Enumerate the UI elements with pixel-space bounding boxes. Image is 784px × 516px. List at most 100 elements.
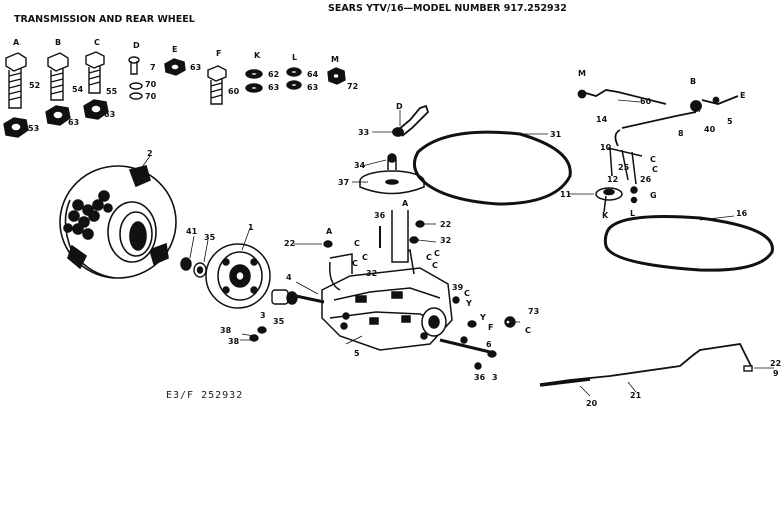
callout-M: M [331,55,339,64]
bolt-f [207,65,227,105]
callout-A: A [13,38,20,47]
callout-E: E [172,45,177,54]
callout-11: 11 [560,190,572,199]
callout-4: 4 [286,273,292,282]
callout-A-washer: A [326,227,333,236]
callout-35-b: 35 [273,317,285,326]
callout-7: 7 [150,63,156,72]
callout-D: D [133,41,140,50]
callout-L-idler: L [630,209,635,218]
hub-washers [180,257,207,278]
bolt-c [85,51,105,94]
input-pulley [359,153,425,263]
callout-C-1: C [354,239,360,248]
callout-1: 1 [248,223,254,232]
washers-l [286,67,302,90]
rod-clip [743,365,753,372]
callout-39: 39 [452,283,464,292]
callout-C: C [94,38,100,47]
idler-pulley [595,187,623,213]
callout-E-rod: E [740,91,745,100]
callout-3-b: 3 [492,373,498,382]
callout-41: 41 [186,227,198,236]
callout-34: 34 [354,161,366,170]
callout-F: F [216,49,221,58]
callout-Y-1: Y [465,299,472,308]
clutch-rod [577,89,739,147]
callout-20: 20 [586,399,598,408]
callout-70-a: 70 [145,80,157,89]
callout-38-a: 38 [220,326,232,335]
callout-22-c: 22 [770,359,781,368]
callout-9: 9 [773,369,779,378]
callout-C-9: C [650,155,656,164]
callout-A-shaft: A [402,199,409,208]
callout-32-b: 32 [366,269,377,278]
model-title: SEARS YTV/16—MODEL NUMBER 917.252932 [328,3,567,14]
callout-62: 62 [268,70,279,79]
callout-3-a: 3 [260,311,266,320]
callout-C-7: C [464,289,470,298]
drive-belt-16 [603,215,774,272]
callout-70-b: 70 [145,92,157,101]
callout-labels: A 52 53 B 54 63 C 55 63 D 7 70 70 E 63 F… [13,38,781,408]
callout-2: 2 [147,149,153,158]
brake-rods [539,343,753,387]
callout-53-a: 53 [28,124,39,133]
callout-8: 8 [678,129,684,138]
callout-M-rod: M [578,69,586,78]
drawing-code: E3/F 252932 [166,390,243,401]
screw-d [128,56,140,75]
callout-40: 40 [704,125,716,134]
callout-32-a: 32 [440,236,451,245]
nut-m [327,67,346,85]
callout-5: 5 [354,349,360,358]
transaxle [295,248,491,354]
callout-72: 72 [347,82,358,91]
callout-63-l: 63 [307,83,318,92]
callout-F-axle: F [488,323,493,332]
callout-55: 55 [106,87,118,96]
callout-63-b: 63 [68,118,79,127]
callout-6: 6 [486,340,492,349]
callout-C-5: C [434,249,440,258]
callout-10: 10 [600,143,612,152]
callout-C-8: C [525,326,531,335]
nut-63-c [83,99,109,120]
callout-60-rod: 60 [640,97,652,106]
leader-lines [139,99,774,397]
callout-26: 26 [640,175,652,184]
nut-e [164,58,186,76]
callout-60-f: 60 [228,87,240,96]
nut-63-b [45,105,71,126]
clutch-bracket [607,147,643,204]
callout-25: 25 [618,163,630,172]
callout-G: G [650,191,657,200]
drive-belt-31 [413,130,572,206]
callout-C-3: C [352,259,358,268]
bolt-b [47,52,69,101]
callout-C-4: C [426,253,432,262]
callout-C-10: C [652,165,658,174]
nut-53 [3,117,29,138]
axle-spacer [249,289,298,342]
callout-C-2: C [362,253,368,262]
callout-5-rod: 5 [727,117,733,126]
callout-B: B [55,38,61,47]
callout-K: K [254,51,261,60]
rear-tire [59,165,177,279]
callout-C-6: C [432,261,438,270]
section-title: TRANSMISSION AND REAR WHEEL [14,14,195,25]
hardware-row [3,51,346,138]
bolt-a [5,52,27,109]
callout-B-rod: B [690,77,696,86]
callout-33: 33 [358,128,369,137]
callout-L: L [292,53,297,62]
callout-73: 73 [528,307,539,316]
callout-37: 37 [338,178,349,187]
callout-22-b: 22 [284,239,295,248]
callout-38-b: 38 [228,337,240,346]
callout-36-b: 36 [474,373,486,382]
